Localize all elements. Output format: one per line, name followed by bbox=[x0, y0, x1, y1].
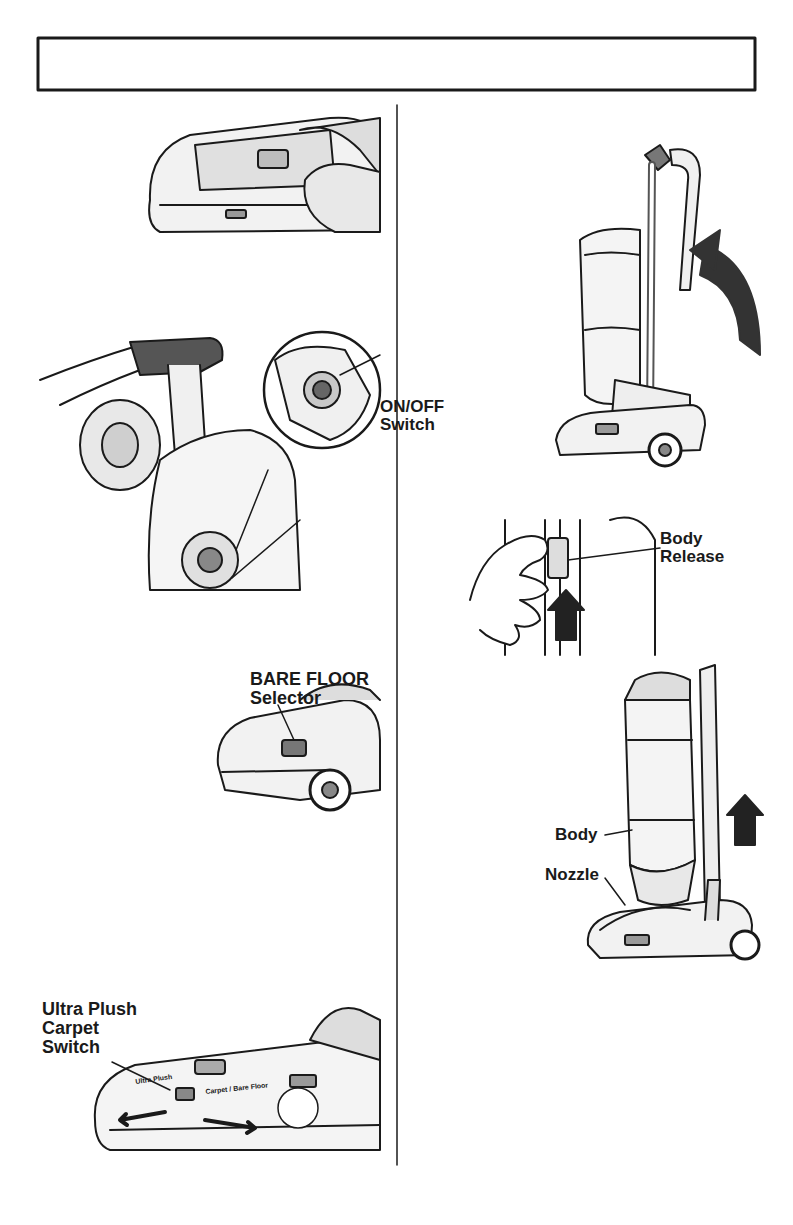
body-release-drawing bbox=[470, 518, 660, 656]
upright-vacuum-drawing bbox=[556, 145, 760, 466]
leader-line bbox=[568, 548, 660, 560]
body-removal-drawing bbox=[588, 665, 763, 959]
column-divider bbox=[396, 105, 398, 1165]
nozzle-drawing bbox=[149, 118, 380, 232]
leader-line bbox=[605, 830, 632, 835]
part-label: Body Release bbox=[660, 530, 760, 566]
nozzle-drawing bbox=[95, 1008, 380, 1150]
leader-line bbox=[340, 355, 380, 375]
leader-line bbox=[278, 705, 294, 740]
switch-label: Ultra Plush Carpet Switch bbox=[42, 1000, 154, 1057]
leader-line bbox=[605, 878, 625, 905]
part-label: Nozzle bbox=[545, 866, 615, 884]
selector-label: BARE FLOOR Selector bbox=[250, 670, 395, 708]
handle-drawing bbox=[40, 332, 380, 590]
part-label: Body bbox=[555, 826, 615, 844]
header-box bbox=[38, 38, 755, 90]
switch-label: ON/OFF Switch bbox=[380, 398, 460, 434]
